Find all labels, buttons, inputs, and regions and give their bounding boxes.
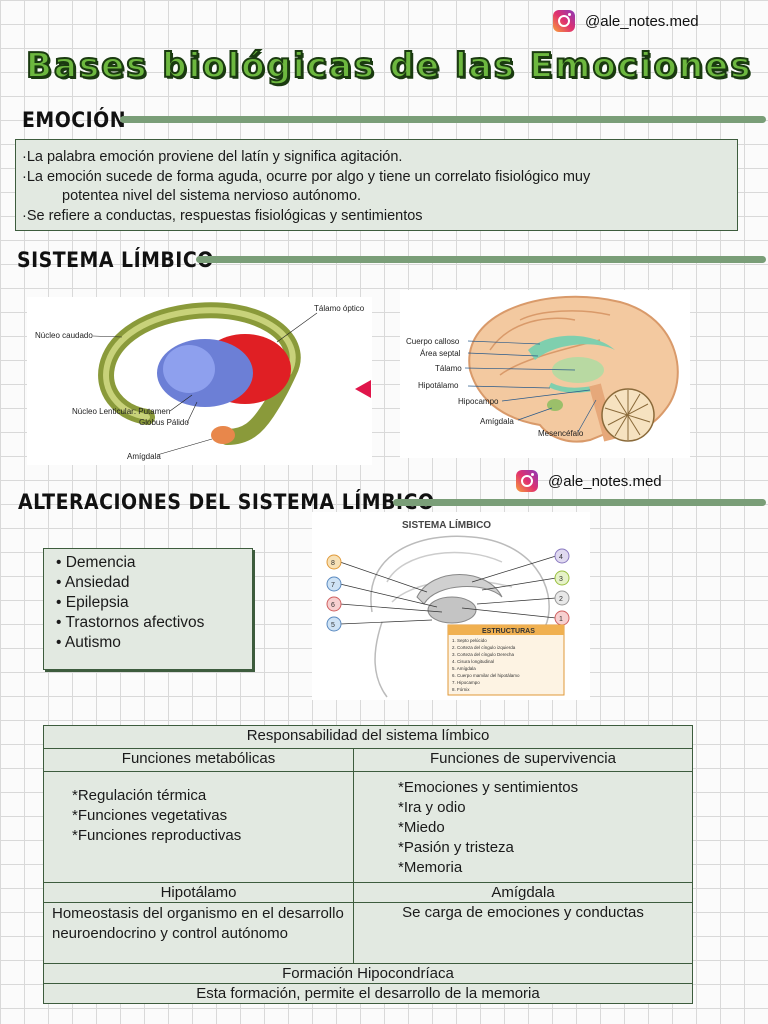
brain-sagittal-figure: Cuerpo calloso Área septal Tálamo Hipotá…	[400, 290, 690, 458]
instagram-icon	[516, 470, 538, 492]
legend-item: 3. Corteza del cíngulo Derecha	[452, 652, 515, 657]
alteraciones-list: • Demencia • Ansiedad • Epilepsia • Tras…	[43, 548, 253, 670]
legend-item: 6. Cuerpo mamilar del hipotálamo	[452, 673, 520, 678]
marker-number: 3	[559, 576, 563, 583]
legend-item: 8. Fórnix	[452, 687, 470, 692]
section-divider	[393, 499, 766, 506]
marker-number: 8	[331, 560, 335, 567]
instagram-icon	[553, 10, 575, 32]
estructuras-title: ESTRUCTURAS	[482, 628, 535, 635]
list-item: *Emociones y sentimientos	[398, 779, 579, 796]
amigdala-label: Amígdala	[353, 882, 693, 903]
marker-number: 7	[331, 582, 335, 589]
label-area-septal: Área septal	[420, 349, 461, 358]
legend-item: 2. Corteza del cíngulo izquierda	[452, 645, 516, 650]
handle-text: @ale_notes.med	[548, 472, 662, 490]
list-item: • Ansiedad	[56, 574, 130, 591]
page-title: Bases biológicas de las Emociones	[25, 45, 753, 87]
list-item: • Autismo	[56, 634, 121, 651]
marker-number: 1	[559, 616, 563, 623]
label-mesencefalo: Mesencéfalo	[538, 429, 584, 438]
amigdala-desc: Se carga de emociones y conductas	[353, 902, 693, 964]
emocion-line: ·La emoción sucede de forma aguda, ocurr…	[22, 168, 591, 185]
marker-number: 6	[331, 602, 335, 609]
legend-item: 7. Hipocampo	[452, 680, 480, 685]
label-amigdala-2: Amígdala	[480, 417, 514, 426]
label-talamo-optico: Tálamo óptico	[314, 304, 365, 313]
list-item: *Funciones vegetativas	[72, 807, 228, 824]
instagram-handle-mid[interactable]: @ale_notes.med	[516, 470, 662, 492]
label-talamo: Tálamo	[435, 364, 462, 373]
label-amigdala: Amígdala	[127, 452, 161, 461]
label-cuerpo-calloso: Cuerpo calloso	[406, 337, 460, 346]
alteraciones-heading: ALTERACIONES DEL SISTEMA LÍMBICO	[18, 490, 435, 514]
list-item: *Memoria	[398, 859, 463, 876]
list-item: *Ira y odio	[398, 799, 466, 816]
basal-ganglia-figure: Tálamo óptico Núcleo caudado Núcleo Lent…	[27, 297, 372, 465]
label-nucleo-lenticular: Núcleo Lenticular: Putamen	[72, 407, 170, 416]
legend-item: 5. Amígdala	[452, 666, 476, 671]
formacion-label: Formación Hipocondríaca	[43, 963, 693, 984]
col2-title: Funciones de supervivencia	[353, 748, 693, 772]
list-item: *Funciones reproductivas	[72, 827, 242, 844]
legend-item: 1. Septo pelúcido	[452, 638, 487, 643]
marker-number: 5	[331, 622, 335, 629]
col1-title: Funciones metabólicas	[43, 748, 354, 772]
hipotalamo-desc: Homeostasis del organismo en el desarrol…	[43, 902, 354, 964]
col1-list: *Regulación térmica *Funciones vegetativ…	[43, 771, 354, 883]
responsabilidad-table: Responsabilidad del sistema límbico Func…	[43, 725, 693, 1004]
marker-number: 4	[559, 554, 563, 561]
emocion-heading: EMOCIÓN	[22, 108, 127, 132]
instagram-handle-top[interactable]: @ale_notes.med	[553, 10, 699, 32]
handle-text: @ale_notes.med	[585, 12, 699, 30]
list-item: *Miedo	[398, 819, 445, 836]
label-hipocampo: Hipocampo	[458, 397, 499, 406]
marker-number: 2	[559, 596, 563, 603]
emocion-line: potentea nivel del sistema nervioso autó…	[62, 188, 362, 204]
list-item: • Demencia	[56, 554, 136, 571]
label-globus-palido: Globus Pálido	[139, 418, 189, 427]
list-item: • Trastornos afectivos	[56, 614, 205, 631]
pointer-arrow-icon	[355, 380, 371, 398]
figure-title: SISTEMA LÍMBICO	[402, 518, 491, 531]
emocion-line: ·La palabra emoción proviene del latín y…	[22, 149, 403, 165]
limbic-structures-figure: SISTEMA LÍMBICO 8 7 6 5 4 3 2 1 ESTRUCTU…	[312, 512, 590, 700]
section-divider	[196, 256, 766, 263]
legend-item: 4. Cisura longitudinal	[452, 659, 494, 664]
list-item: • Epilepsia	[56, 594, 129, 611]
table-header: Responsabilidad del sistema límbico	[43, 725, 693, 749]
hipotalamo-label: Hipotálamo	[43, 882, 354, 903]
list-item: *Regulación térmica	[72, 787, 207, 804]
label-nucleo-caudado: Núcleo caudado	[35, 331, 93, 340]
label-hipotalamo: Hipotálamo	[418, 381, 459, 390]
list-item: *Pasión y tristeza	[398, 839, 514, 856]
formacion-desc: Esta formación, permite el desarrollo de…	[43, 983, 693, 1004]
emocion-box: ·La palabra emoción proviene del latín y…	[15, 139, 738, 231]
emocion-line: ·Se refiere a conductas, respuestas fisi…	[22, 207, 423, 224]
section-divider	[120, 116, 766, 123]
limbico-heading: SISTEMA LÍMBICO	[17, 248, 214, 272]
col2-list: *Emociones y sentimientos *Ira y odio *M…	[353, 771, 693, 883]
